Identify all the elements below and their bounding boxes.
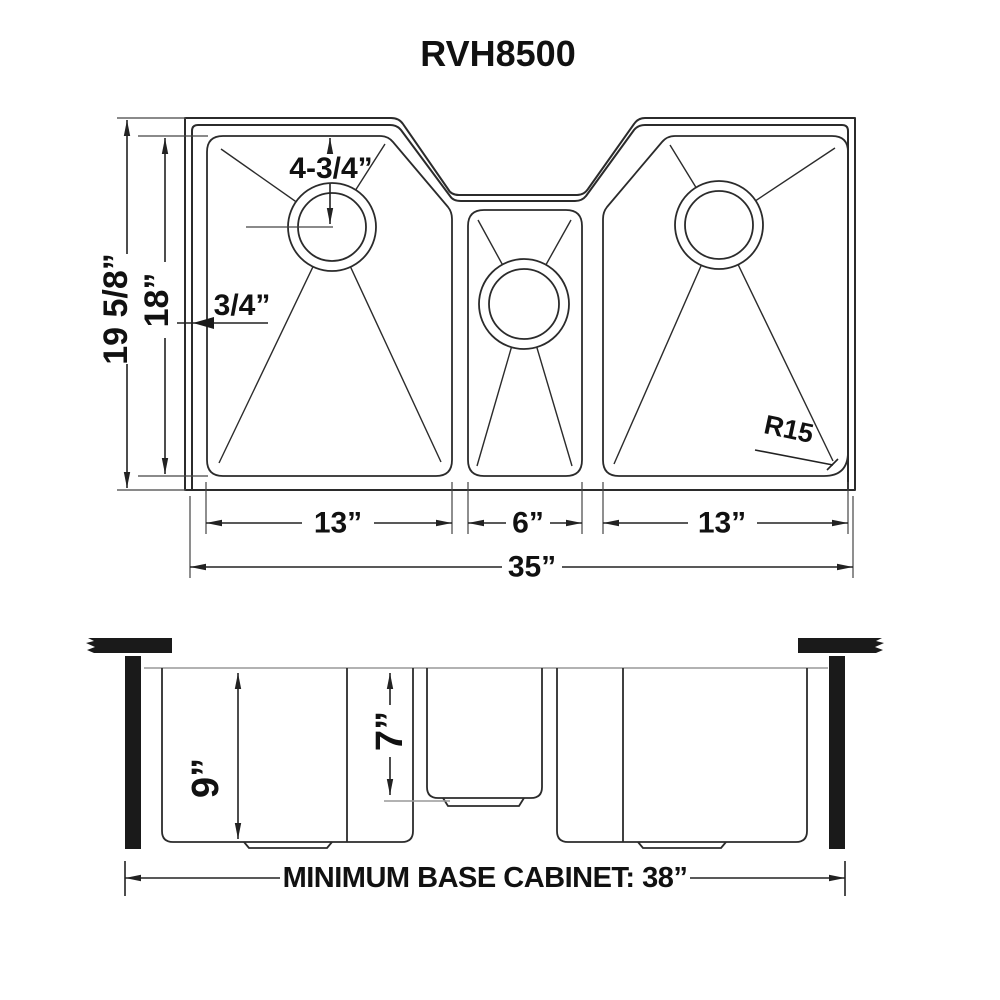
center-bowl-outline [467, 209, 583, 477]
dim-overall-width: 35” [189, 496, 854, 584]
dim-inner-depth: 18” [138, 135, 208, 477]
center-bowl-drain-lip [442, 797, 525, 807]
dim-bowl-widths: 13” 6” 13” [205, 482, 849, 540]
right-bowl-section [556, 668, 808, 843]
elevation-view: 9” 7” MINIMUM BASE CABINET: 38” [86, 638, 884, 896]
dim-rim-gap: 3/4” [177, 289, 270, 329]
right-drain-inner-ring [684, 190, 754, 260]
dim-overall-width-label: 35” [508, 551, 556, 584]
right-cabinet-wall [829, 656, 845, 849]
center-drain-inner-ring [488, 268, 560, 340]
corner-radius-callout: R15 [754, 409, 839, 471]
dim-rim-gap-label: 3/4” [214, 289, 271, 322]
base-cabinet-note: MINIMUM BASE CABINET: 38” [283, 862, 688, 894]
right-drain-mask [675, 181, 763, 269]
dim-right-bowl-width-label: 13” [698, 507, 746, 540]
dim-center-bowl-depth-label: 7” [369, 711, 411, 751]
dim-outer-bowl-depth: 9” [185, 673, 242, 839]
dim-inner-depth-label: 18” [138, 273, 176, 328]
dim-overall-depth-label: 19 5/8” [97, 253, 135, 365]
center-drain-outer-ring [478, 258, 570, 350]
dim-drain-offset-label: 4-3/4” [289, 152, 372, 185]
dim-base-cabinet: MINIMUM BASE CABINET: 38” [124, 861, 846, 896]
right-bowl-outline [602, 135, 849, 477]
plan-view: 4-3/4” 3/4” 19 5/8” 18” R15 [97, 117, 856, 584]
left-bowl-outline [206, 135, 453, 477]
rim-outer-edge [184, 117, 856, 491]
left-countertop-bar [86, 638, 172, 653]
dim-outer-bowl-depth-label: 9” [185, 758, 227, 798]
right-drain-outer-ring [674, 180, 764, 270]
right-bowl-drain-lip [637, 841, 727, 849]
right-countertop-bar [798, 638, 884, 653]
corner-radius-label: R15 [762, 409, 817, 449]
dim-left-bowl-width-label: 13” [314, 507, 362, 540]
left-bowl-drain-lip [243, 841, 333, 849]
left-bowl-section [161, 668, 414, 843]
model-title: RVH8500 [420, 33, 575, 74]
dim-overall-depth: 19 5/8” [97, 117, 186, 491]
dim-center-bowl-depth: 7” [369, 673, 450, 802]
center-bowl-section [426, 668, 543, 799]
left-cabinet-wall [125, 656, 141, 849]
center-drain-mask [479, 259, 569, 349]
rim-inner-edge [191, 124, 849, 491]
dim-center-bowl-width-label: 6” [512, 507, 544, 540]
dim-drain-offset: 4-3/4” [289, 138, 373, 224]
